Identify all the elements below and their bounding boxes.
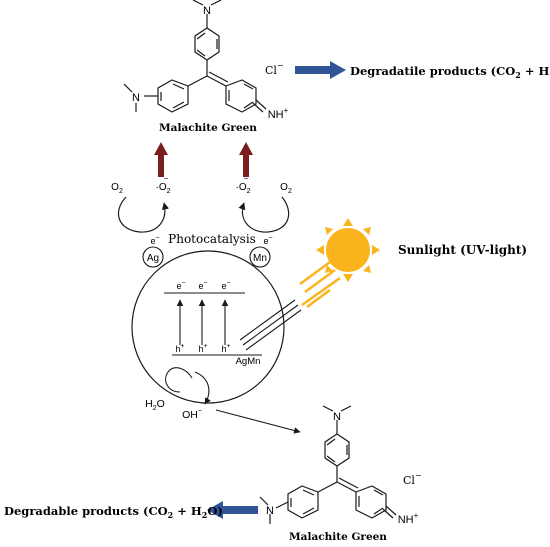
sun-ray-2: [304, 268, 336, 294]
vb-hole-2: h+: [198, 343, 207, 354]
bottom-molecule-iminium: NH+: [398, 511, 419, 526]
sun-ray-3: [301, 276, 341, 307]
light-ray-1: [239, 299, 296, 341]
red-arrow-left: [154, 142, 168, 177]
curved-arrow-left: [117, 196, 169, 233]
bottom-molecule-name: Malachite Green: [289, 531, 387, 543]
o2-radical-right: ·O2: [235, 182, 250, 195]
blue-arrow-to-products-top: [295, 61, 346, 79]
o2-radical-left: ·O2: [155, 182, 170, 195]
red-arrow-right: [239, 142, 253, 177]
bottom-counter-ion: Cl−: [403, 471, 422, 487]
o2-right: O2: [280, 182, 292, 195]
water-curved-arrow: [165, 367, 193, 393]
sun-ray-1: [299, 260, 331, 286]
blue-arrow-to-products-bottom: [207, 501, 258, 519]
top-molecule-name: Malachite Green: [159, 122, 257, 134]
mn-electron: e−: [263, 235, 272, 246]
oh-curved-arrow: [194, 371, 211, 405]
vb-hole-3: h+: [221, 343, 230, 354]
vb-hole-1: h+: [175, 343, 184, 354]
cb-electron-2: e−: [198, 280, 207, 291]
o2-left: O2: [111, 182, 123, 195]
top-molecule-left-amine: N: [132, 92, 140, 104]
bottom-molecule-top-amine: N: [333, 411, 341, 423]
oh-to-dye-arrow: [215, 409, 301, 434]
top-counter-ion: Cl−: [265, 61, 284, 77]
oh-label: OH−: [182, 408, 202, 421]
photocatalysis-label: Photocatalysis: [168, 232, 256, 246]
o2-radical-right-bar: −: [244, 174, 249, 183]
top-molecule-iminium: NH+: [268, 106, 289, 121]
light-ray-2: [242, 304, 299, 346]
curved-arrow-right: [238, 196, 290, 233]
cb-electron-1: e−: [176, 280, 185, 291]
products-top-label: Degradatile products (CO2 + H2O): [350, 64, 550, 80]
o2-radical-left-bar: −: [164, 174, 169, 183]
light-ray-3: [245, 309, 302, 351]
bottom-molecule-left-amine: N: [266, 505, 274, 517]
top-molecule-top-amine: N: [203, 5, 211, 17]
ag-electron: e−: [150, 235, 159, 246]
malachite-green-bottom: [259, 405, 397, 524]
agmn-label: AgMn: [236, 356, 261, 367]
mn-node: [249, 246, 271, 268]
malachite-green-top: [123, 0, 267, 113]
sun-ray-4: [306, 288, 331, 309]
products-bottom-label: Degradable products (CO2 + H2O): [4, 504, 223, 520]
mn-label: Mn: [253, 253, 267, 264]
sunlight-label: Sunlight (UV-light): [398, 243, 527, 257]
ag-label: Ag: [147, 253, 159, 264]
cb-electron-3: e−: [221, 280, 230, 291]
sun-icon: [316, 218, 380, 282]
h2o-label: H2O: [145, 398, 165, 412]
ag-node: [142, 246, 164, 268]
catalyst-particle: [131, 250, 285, 404]
